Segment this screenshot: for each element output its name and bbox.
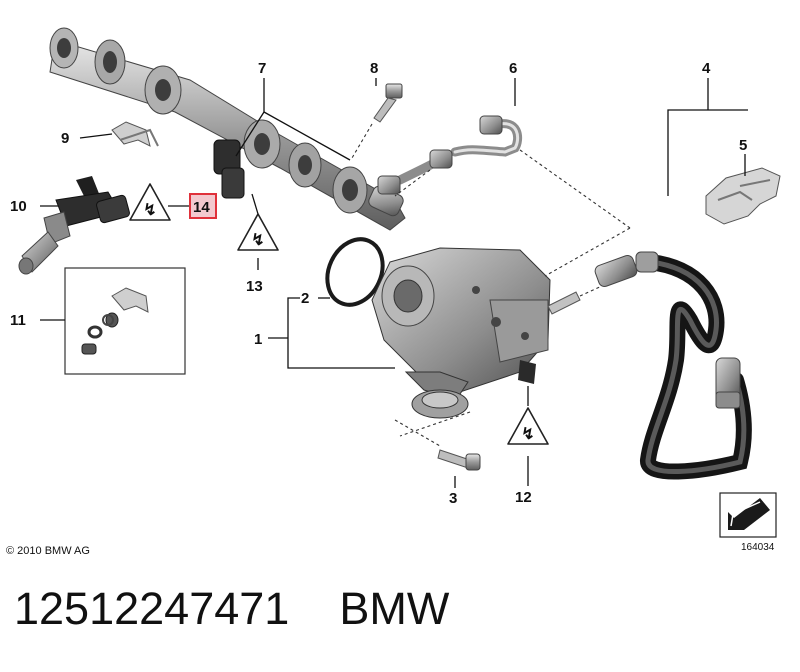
callout-9[interactable]: 9 [61, 130, 69, 147]
callout-11[interactable]: 11 [10, 312, 26, 329]
svg-text:↯: ↯ [521, 426, 534, 443]
dashed-lines [351, 123, 631, 447]
callout-14[interactable]: 14 [193, 199, 210, 216]
view-direction-box [719, 492, 777, 538]
fuel-feed-hose [594, 251, 752, 480]
brand-name: BMW [339, 583, 450, 634]
callout-13[interactable]: 13 [246, 278, 263, 295]
o-ring [325, 237, 385, 307]
bolt-pump [437, 449, 481, 471]
svg-text:↯: ↯ [143, 202, 156, 219]
injector [18, 176, 130, 275]
leader-lines [40, 78, 748, 488]
callout-8[interactable]: 8 [370, 60, 378, 77]
callout-5[interactable]: 5 [739, 137, 747, 154]
fuel-rail [49, 27, 406, 231]
callout-6[interactable]: 6 [509, 60, 517, 77]
callout-10[interactable]: 10 [10, 198, 27, 215]
callout-highlight-box [189, 193, 217, 219]
callout-4[interactable]: 4 [702, 60, 711, 77]
drawing-number: 164034 [741, 542, 775, 553]
hose-bracket [705, 167, 781, 225]
callout-1[interactable]: 1 [254, 331, 262, 348]
callout-2[interactable]: 2 [301, 290, 309, 307]
clip-part [111, 121, 159, 147]
bolt-rail [373, 83, 403, 123]
high-pressure-line [377, 115, 522, 195]
torque-warning-icon: ↯ [129, 183, 171, 221]
torque-warning-icon: ↯ [237, 213, 279, 251]
high-pressure-pump [371, 247, 551, 419]
copyright-text: © 2010 BMW AG [6, 545, 90, 557]
seal-kit-box [64, 267, 186, 375]
part-caption: 12512247471 BMW [14, 586, 449, 631]
callout-3[interactable]: 3 [449, 490, 457, 507]
svg-text:↯: ↯ [251, 232, 264, 249]
part-number: 12512247471 [14, 583, 290, 634]
callout-12[interactable]: 12 [515, 489, 532, 506]
callout-7[interactable]: 7 [258, 60, 266, 77]
torque-warning-icon: ↯ [507, 407, 549, 445]
bolt-pump-side [547, 291, 581, 315]
